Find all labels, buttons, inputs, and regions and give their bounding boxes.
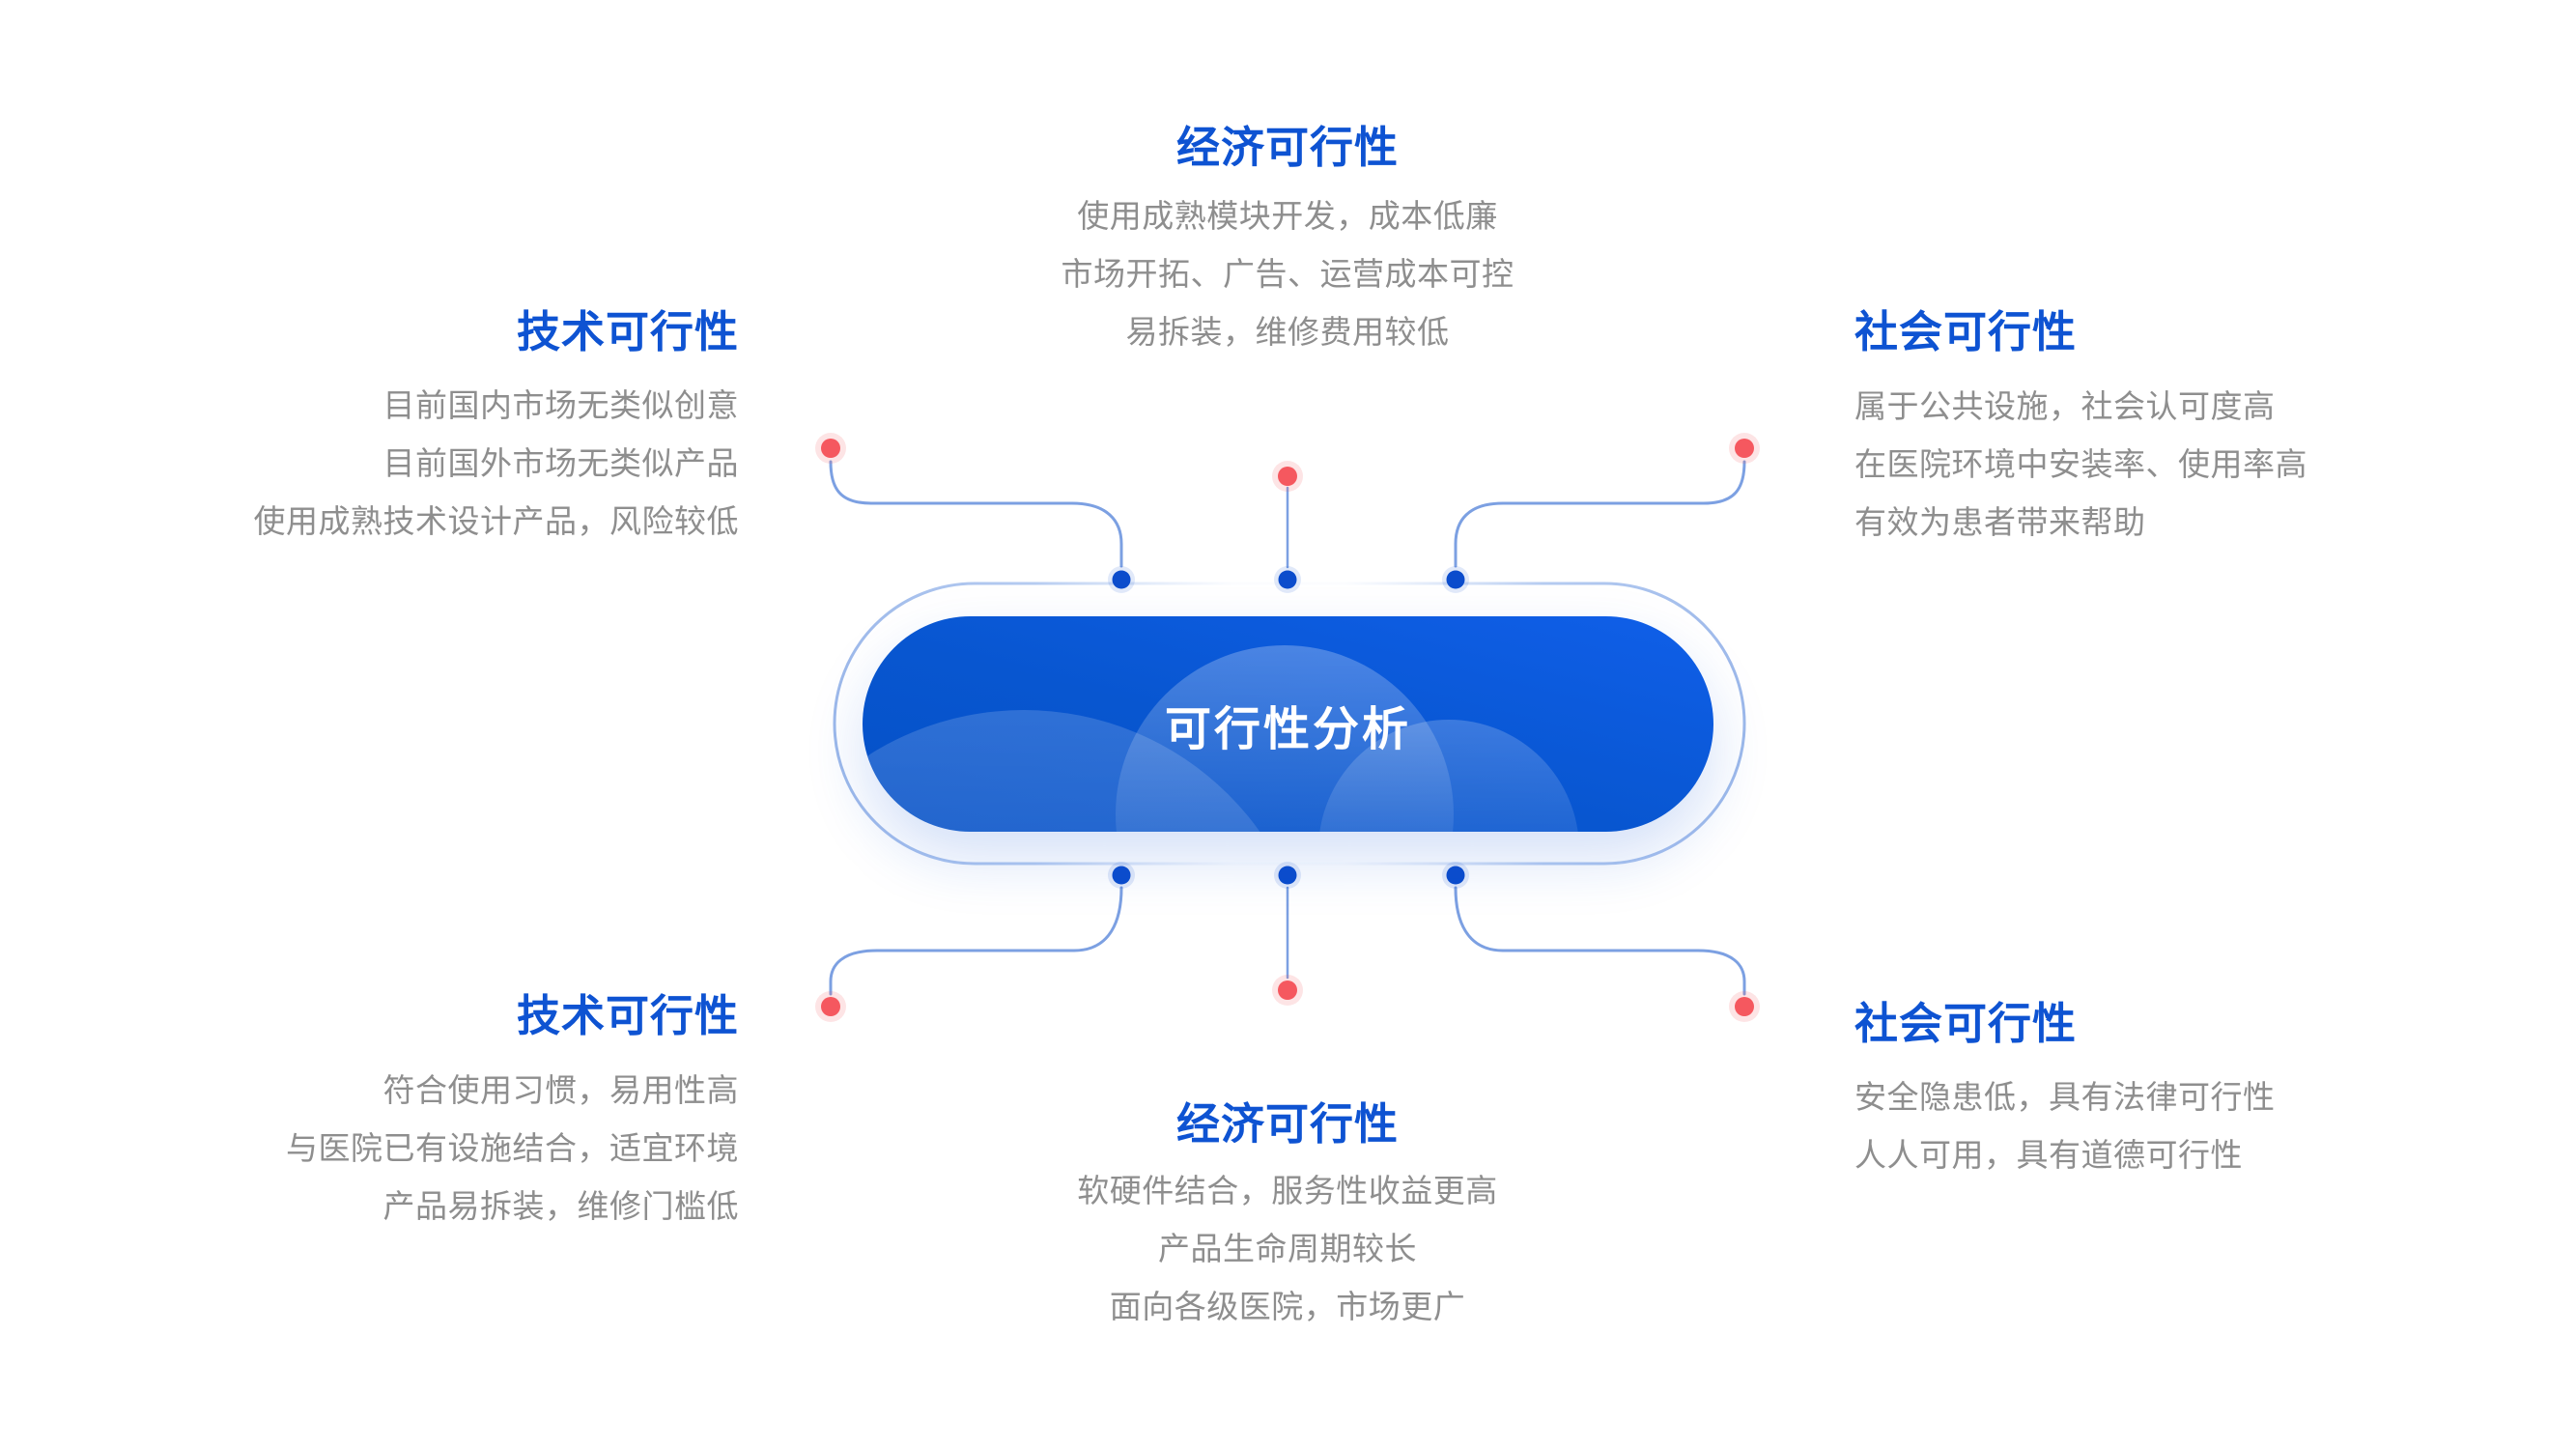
section-line: 与医院已有设施结合，适宜环境 (286, 1130, 739, 1166)
blue-dot-top-left (1112, 570, 1131, 589)
blue-dot-bottom-left (1112, 866, 1131, 885)
section-line: 使用成熟模块开发，成本低廉 (1077, 198, 1498, 234)
red-dot-bottom-right (1735, 997, 1754, 1016)
connector-line-top-right (1454, 460, 1746, 568)
blue-dot-top-center (1278, 570, 1297, 589)
section-line: 软硬件结合，服务性收益更高 (1077, 1173, 1498, 1208)
section-line: 产品易拆装，维修门槛低 (382, 1188, 739, 1224)
red-dot-top-left (821, 439, 840, 458)
section-title-economic-bottom-center: 经济可行性 (1175, 1099, 1399, 1149)
section-body-social-top-right: 属于公共设施，社会认可度高 在医院环境中安装率、使用率高 有效为患者带来帮助 (1854, 378, 2521, 552)
connector-line-bottom-right (1454, 886, 1746, 996)
section-line: 市场开拓、广告、运营成本可控 (1061, 256, 1514, 292)
red-dot-top-right (1735, 439, 1754, 458)
section-line: 在医院环境中安装率、使用率高 (1854, 446, 2307, 482)
red-dot-top-center (1278, 467, 1297, 486)
section-line: 目前国内市场无类似创意 (382, 387, 739, 423)
blue-dot-top-right (1446, 570, 1465, 589)
connector-line-bottom-left (829, 886, 1123, 996)
section-title-economic-top-center: 经济可行性 (1175, 123, 1399, 172)
section-line: 产品生命周期较长 (1158, 1231, 1417, 1266)
section-line: 易拆装，维修费用较低 (1125, 314, 1450, 350)
center-pill: 可行性分析 (863, 616, 1713, 832)
red-dot-bottom-left (821, 997, 840, 1016)
section-body-social-bottom-right: 安全隐患低，具有法律可行性 人人可用，具有道德可行性 (1854, 1068, 2521, 1184)
section-line: 人人可用，具有道德可行性 (1854, 1137, 2243, 1173)
section-title-technical-top-left: 技术可行性 (516, 307, 739, 356)
section-line: 属于公共设施，社会认可度高 (1854, 388, 2276, 424)
section-line: 安全隐患低，具有法律可行性 (1854, 1079, 2276, 1115)
connector-line-top-left (829, 460, 1123, 568)
blue-dot-bottom-center (1278, 866, 1297, 885)
section-line: 有效为患者带来帮助 (1854, 504, 2146, 540)
section-body-technical-bottom-left: 符合使用习惯，易用性高 与医院已有设施结合，适宜环境 产品易拆装，维修门槛低 (97, 1062, 739, 1236)
center-title: 可行性分析 (1164, 703, 1411, 755)
section-body-economic-bottom-center: 软硬件结合，服务性收益更高 产品生命周期较长 面向各级医院，市场更广 (998, 1162, 1577, 1336)
section-line: 符合使用习惯，易用性高 (382, 1072, 739, 1108)
section-line: 使用成熟技术设计产品，风险较低 (253, 503, 739, 539)
section-line: 面向各级医院，市场更广 (1109, 1289, 1466, 1324)
section-title-social-top-right: 社会可行性 (1854, 307, 2078, 356)
section-body-economic-top-center: 使用成熟模块开发，成本低廉 市场开拓、广告、运营成本可控 易拆装，维修费用较低 (998, 187, 1577, 361)
section-title-social-bottom-right: 社会可行性 (1854, 999, 2078, 1048)
blue-dot-bottom-right (1446, 866, 1465, 885)
red-dot-bottom-center (1278, 980, 1297, 1000)
section-title-technical-bottom-left: 技术可行性 (516, 991, 739, 1040)
section-body-technical-top-left: 目前国内市场无类似创意 目前国外市场无类似产品 使用成熟技术设计产品，风险较低 (97, 377, 739, 551)
section-line: 目前国外市场无类似产品 (382, 445, 739, 481)
